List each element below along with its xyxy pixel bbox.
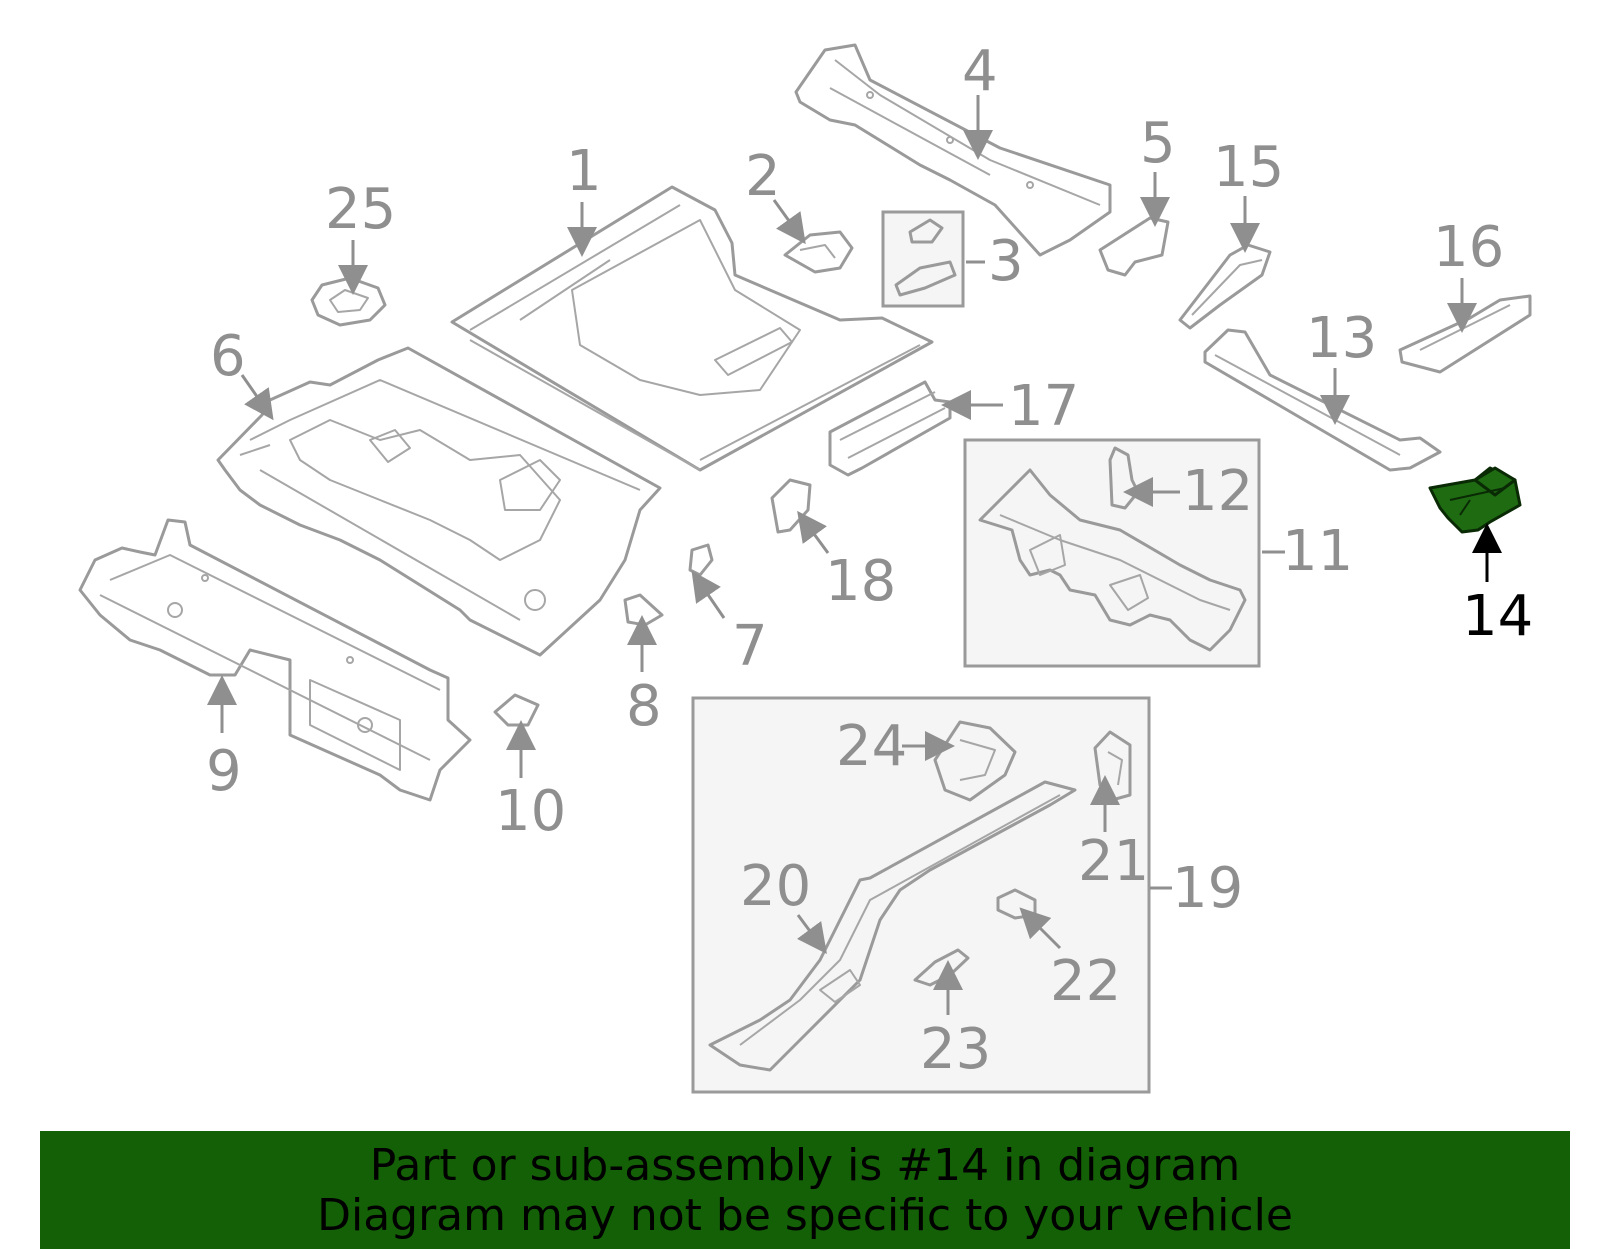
part-1-floor-pan[interactable] — [450, 185, 934, 472]
callout-18: 18 — [825, 549, 896, 614]
callout-17: 17 — [1008, 374, 1079, 439]
callout-8: 8 — [626, 674, 662, 739]
callout-labels: 1 2 3 4 5 6 7 8 9 10 11 12 13 14 15 16 1… — [206, 39, 1533, 1082]
callout-24: 24 — [836, 714, 907, 779]
part-14-highlighted[interactable] — [1428, 466, 1522, 534]
callout-22: 22 — [1050, 949, 1121, 1014]
part-4-cross-member[interactable] — [794, 43, 1112, 257]
callout-7: 7 — [732, 614, 768, 679]
callout-11: 11 — [1282, 519, 1353, 584]
callout-20: 20 — [740, 854, 811, 919]
banner-line-1: Part or sub-assembly is #14 in diagram — [369, 1140, 1241, 1191]
callout-6: 6 — [210, 324, 246, 389]
part-10[interactable] — [493, 693, 540, 727]
info-banner: Part or sub-assembly is #14 in diagram D… — [40, 1131, 1570, 1249]
callout-9: 9 — [206, 739, 242, 804]
part-15[interactable] — [1178, 243, 1272, 330]
part-2[interactable] — [783, 230, 854, 274]
callout-4: 4 — [962, 39, 998, 104]
part-8[interactable] — [623, 593, 664, 627]
part-16[interactable] — [1398, 294, 1532, 374]
banner-line-2: Diagram may not be specific to your vehi… — [317, 1190, 1293, 1241]
part-24[interactable] — [933, 720, 1017, 802]
part-13-rail[interactable] — [1203, 328, 1442, 472]
callout-16: 16 — [1433, 215, 1504, 280]
callout-19: 19 — [1172, 856, 1243, 921]
callout-23: 23 — [920, 1017, 991, 1082]
leader-lines — [207, 95, 1502, 1015]
callout-3: 3 — [988, 229, 1024, 294]
part-5[interactable] — [1098, 216, 1170, 277]
part-7[interactable] — [688, 543, 714, 577]
callout-13: 13 — [1306, 306, 1377, 371]
callout-2: 2 — [745, 144, 781, 209]
callout-15: 15 — [1213, 135, 1284, 200]
part-25[interactable] — [310, 276, 387, 327]
parts-diagram: 1 2 3 4 5 6 7 8 9 10 11 12 13 14 15 16 1… — [78, 39, 1533, 1094]
group-box-3 — [881, 210, 965, 308]
part-3-brackets[interactable] — [894, 218, 957, 297]
callout-21: 21 — [1078, 829, 1149, 894]
part-6-rear-floor[interactable] — [216, 346, 662, 657]
callout-14: 14 — [1462, 584, 1533, 649]
callout-25: 25 — [325, 177, 396, 242]
part-17[interactable] — [828, 380, 952, 477]
part-18[interactable] — [770, 478, 812, 534]
part-20-rail[interactable] — [708, 780, 1077, 1072]
callout-10: 10 — [495, 779, 566, 844]
part-9-crossmember[interactable] — [78, 518, 472, 802]
part-11-assembly[interactable] — [978, 468, 1247, 652]
callout-1: 1 — [566, 139, 602, 204]
callout-5: 5 — [1140, 111, 1176, 176]
group-box-19 — [691, 696, 1151, 1094]
callout-12: 12 — [1182, 459, 1253, 524]
